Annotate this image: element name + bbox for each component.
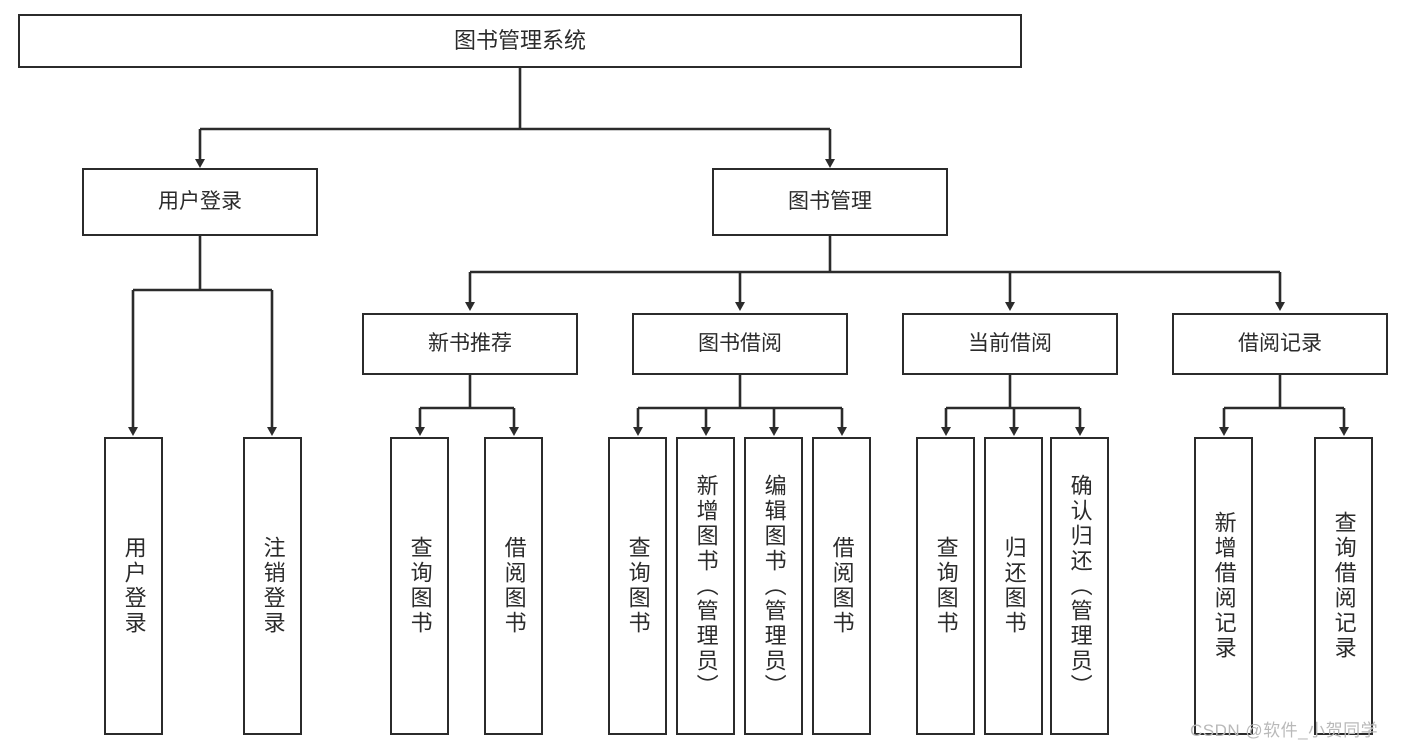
leaf-return-book-label: 归还图书 (1001, 536, 1027, 636)
leaf-borrow-book-label: 借阅图书 (829, 536, 855, 636)
leaf-query-borrow-record[interactable]: 查询借阅记录 (1314, 437, 1373, 735)
node-book-borrow[interactable]: 图书借阅 (632, 313, 848, 375)
leaf-query-book-borrow[interactable]: 查询图书 (608, 437, 667, 735)
node-user-login[interactable]: 用户登录 (82, 168, 318, 236)
node-borrow-record-label: 借阅记录 (1238, 331, 1322, 355)
leaf-user-login[interactable]: 用户登录 (104, 437, 163, 735)
node-current-borrow[interactable]: 当前借阅 (902, 313, 1118, 375)
leaf-borrow-book-recommend[interactable]: 借阅图书 (484, 437, 543, 735)
leaf-add-borrow-record[interactable]: 新增借阅记录 (1194, 437, 1253, 735)
leaf-confirm-return-admin-label: 确认归还（管理员） (1067, 473, 1093, 699)
leaf-query-book-borrow-label: 查询图书 (625, 536, 651, 636)
leaf-add-borrow-record-label: 新增借阅记录 (1211, 511, 1237, 661)
leaf-query-book-recommend-label: 查询图书 (407, 536, 433, 636)
leaf-logout[interactable]: 注销登录 (243, 437, 302, 735)
leaf-edit-book-admin[interactable]: 编辑图书（管理员） (744, 437, 803, 735)
node-book-management[interactable]: 图书管理 (712, 168, 948, 236)
node-new-book-recommend[interactable]: 新书推荐 (362, 313, 578, 375)
leaf-query-book-current-label: 查询图书 (933, 536, 959, 636)
leaf-logout-label: 注销登录 (260, 536, 286, 636)
leaf-add-book-admin-label: 新增图书（管理员） (693, 473, 719, 699)
node-borrow-record[interactable]: 借阅记录 (1172, 313, 1388, 375)
leaf-query-book-current[interactable]: 查询图书 (916, 437, 975, 735)
node-current-borrow-label: 当前借阅 (968, 331, 1052, 355)
node-new-book-recommend-label: 新书推荐 (428, 331, 512, 355)
node-user-login-label: 用户登录 (158, 189, 242, 213)
leaf-add-book-admin[interactable]: 新增图书（管理员） (676, 437, 735, 735)
leaf-edit-book-admin-label: 编辑图书（管理员） (761, 473, 787, 699)
watermark: CSDN @软件_小贺同学 (1190, 721, 1379, 740)
leaf-query-borrow-record-label: 查询借阅记录 (1331, 511, 1357, 661)
leaf-user-login-label: 用户登录 (121, 536, 147, 636)
leaf-query-book-recommend[interactable]: 查询图书 (390, 437, 449, 735)
leaf-borrow-book-recommend-label: 借阅图书 (501, 536, 527, 636)
leaf-borrow-book[interactable]: 借阅图书 (812, 437, 871, 735)
leaf-return-book[interactable]: 归还图书 (984, 437, 1043, 735)
leaf-confirm-return-admin[interactable]: 确认归还（管理员） (1050, 437, 1109, 735)
node-book-borrow-label: 图书借阅 (698, 331, 782, 355)
node-book-management-label: 图书管理 (788, 189, 872, 213)
node-root-label: 图书管理系统 (453, 28, 586, 54)
node-root[interactable]: 图书管理系统 (18, 14, 1022, 68)
